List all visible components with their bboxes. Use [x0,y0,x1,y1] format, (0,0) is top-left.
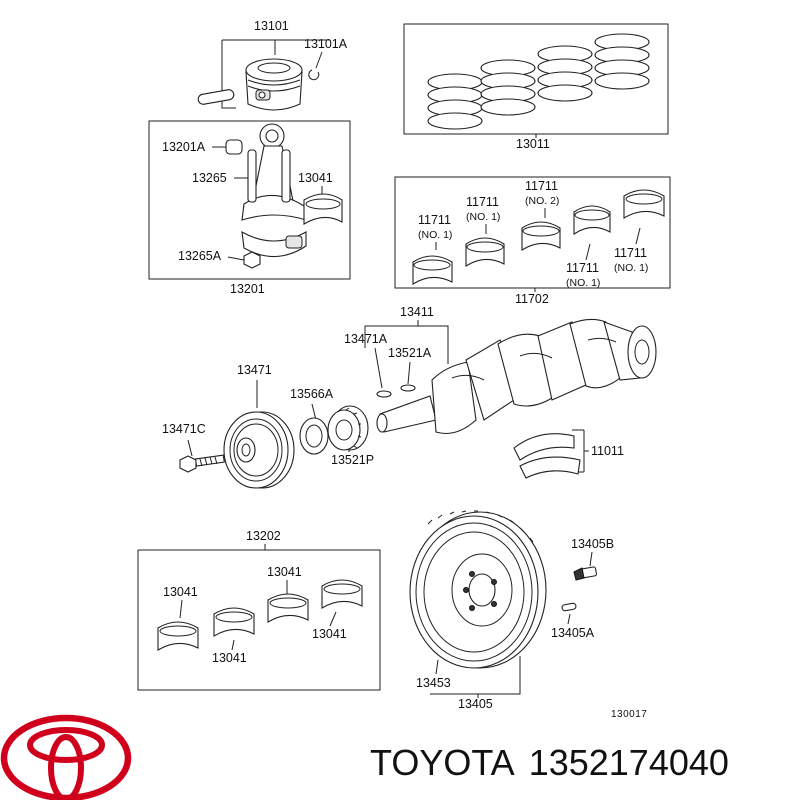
thrust-washer-a [513,433,575,461]
label-13521P: 13521P [331,453,374,467]
flywheel-bolt [573,566,597,581]
label-11711-5-no: (NO. 1) [614,262,648,274]
crankshaft [376,318,657,435]
ring-stack-4 [594,33,650,90]
label-13041a: 13041 [298,171,333,185]
label-13405A: 13405A [551,626,595,640]
snap-ring [308,69,320,81]
ring-stack-2 [480,59,536,116]
thrust-washer-group: 11011 [513,429,624,479]
label-11711-4: 11711 [566,261,599,275]
toyota-logo [0,714,132,800]
label-13101A: 13101A [304,37,348,51]
pulley-bolt [179,454,225,473]
label-13471: 13471 [237,363,272,377]
connecting-rod-group: 13201 13201A 13265 13041 13265A [148,120,351,296]
part-number: 1352174040 [528,742,729,783]
piston-group: 13101 13101A [197,19,348,111]
label-11011: 11011 [591,444,624,458]
brand-name: TOYOTA [370,742,515,783]
label-11711-2: 11711 [466,195,499,209]
connecting-rod [241,123,307,258]
rod-bearing-shell-3 [267,593,309,623]
label-13265A: 13265A [178,249,222,263]
rod-bearing-shell-4 [321,579,363,609]
label-13011: 13011 [516,137,550,151]
crank-timing-gear [327,405,369,451]
label-11711-4-no: (NO. 1) [566,277,600,289]
diagram-ref-number: 130017 [611,709,647,720]
piston-pin [197,89,235,105]
dowel-pin [561,602,577,612]
brand-part-line: TOYOTA 1352174040 [370,738,790,788]
label-13101: 13101 [254,19,289,33]
label-13202: 13202 [246,529,281,543]
flywheel-group: 13405B 13405A 13453 13405 130017 [409,510,647,720]
main-bearing-set: 11702 11711 (NO. 1) 11711 (NO. 1) 11711 … [394,176,671,306]
main-bearing-shell-5 [623,189,665,219]
label-13201A: 13201A [162,140,206,154]
label-13471C: 13471C [162,422,206,436]
rod-bearing-set: 13202 13041 13041 13041 13041 [137,529,381,691]
crankshaft-group: 13411 13471A 13521A [344,305,657,435]
label-13265: 13265 [192,171,227,185]
crank-pulley [223,411,295,489]
label-13521A: 13521A [388,346,432,360]
rod-bearing-shell-2 [213,607,255,637]
label-13041e: 13041 [212,651,247,665]
label-11702: 11702 [515,292,549,306]
label-11711-2-no: (NO. 1) [466,211,500,223]
flywheel [409,510,547,669]
piston [245,58,303,111]
label-13041b: 13041 [163,585,198,599]
label-13566A: 13566A [290,387,334,401]
pulley-group: 13471 13566A 13471C 13521P [162,363,374,489]
main-bearing-shell-2 [465,237,505,267]
label-13405: 13405 [458,697,493,711]
label-11711-1-no: (NO. 1) [418,229,452,241]
label-13411: 13411 [400,305,434,319]
label-11711-3-no: (NO. 2) [525,195,559,207]
rod-bearing-shell-1 [157,621,199,651]
piston-ring-set: 13011 [403,23,669,151]
label-13201: 13201 [230,282,265,296]
main-bearing-shell-3 [521,221,561,251]
thrust-washer-b [519,456,581,479]
label-11711-5: 11711 [614,246,647,260]
label-11711-1: 11711 [418,213,451,227]
label-11711-3: 11711 [525,179,558,193]
rod-nut [243,251,261,269]
label-13041d: 13041 [312,627,347,641]
label-13453: 13453 [416,676,451,690]
main-bearing-shell-1 [412,255,453,285]
label-13471A: 13471A [344,332,388,346]
label-13041c: 13041 [267,565,302,579]
ring-stack-3 [537,45,593,102]
label-13405B: 13405B [571,537,614,551]
crank-spacer [299,417,329,455]
ring-stack-1 [427,73,483,130]
main-bearing-shell-4 [573,205,611,236]
